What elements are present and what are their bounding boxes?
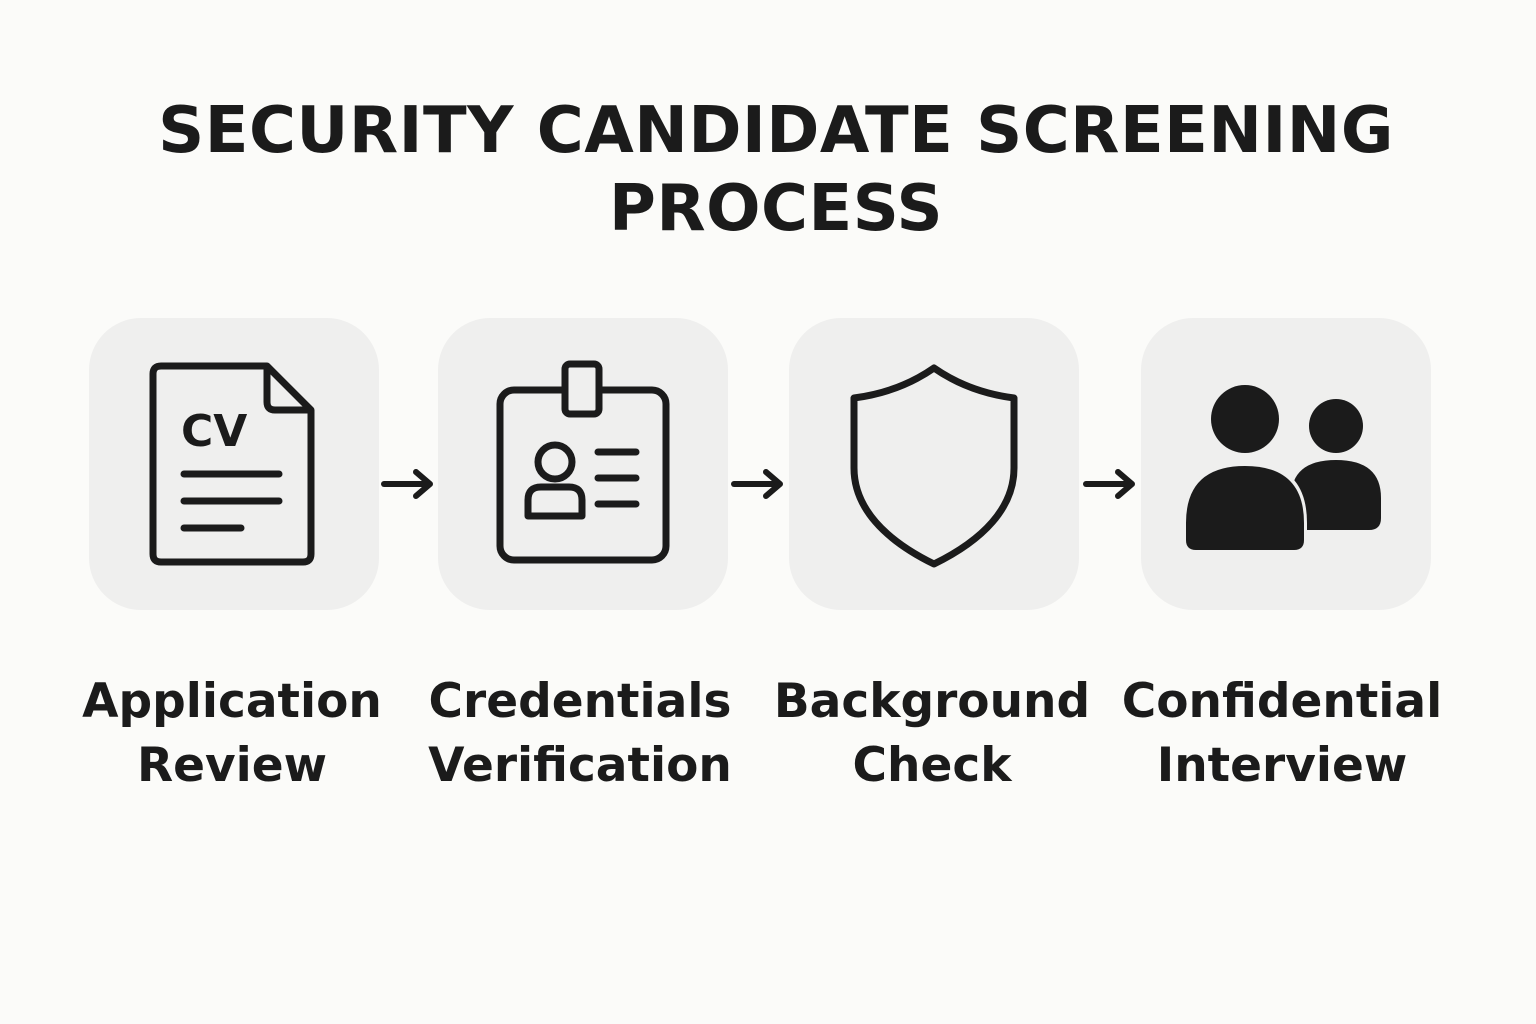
cv-icon-text: CV — [181, 406, 247, 457]
step-label-confidential-interview: Confidential Interview — [1102, 670, 1462, 798]
step-label-line-1: Confidential — [1121, 674, 1443, 729]
title-line-2: PROCESS — [608, 172, 944, 246]
diagram-title: SECURITY CANDIDATE SCREENING PROCESS — [0, 92, 1536, 248]
arrow-right-icon — [731, 469, 783, 499]
arrow-right-icon — [1083, 469, 1135, 499]
shield-icon — [850, 364, 1018, 568]
step-tile-application-review: CV — [89, 318, 379, 610]
cv-document-icon: CV — [149, 362, 315, 566]
step-label-line-1: Credentials — [428, 674, 732, 729]
step-label-line-2: Review — [136, 738, 328, 793]
step-tile-background-check — [789, 318, 1079, 610]
step-tile-credentials-verification — [438, 318, 728, 610]
step-label-background-check: Background Check — [752, 670, 1112, 798]
step-label-line-2: Verification — [428, 738, 732, 793]
step-label-line-2: Interview — [1156, 738, 1408, 793]
step-label-application-review: Application Review — [52, 670, 412, 798]
step-label-line-1: Application — [82, 674, 382, 729]
step-label-line-2: Check — [852, 738, 1012, 793]
step-label-line-1: Background — [773, 674, 1091, 729]
step-tile-confidential-interview — [1141, 318, 1431, 610]
people-icon — [1183, 382, 1381, 551]
step-label-credentials-verification: Credentials Verification — [400, 670, 760, 798]
id-badge-icon — [496, 360, 670, 564]
arrow-right-icon — [381, 469, 433, 499]
title-line-1: SECURITY CANDIDATE SCREENING — [158, 94, 1394, 168]
